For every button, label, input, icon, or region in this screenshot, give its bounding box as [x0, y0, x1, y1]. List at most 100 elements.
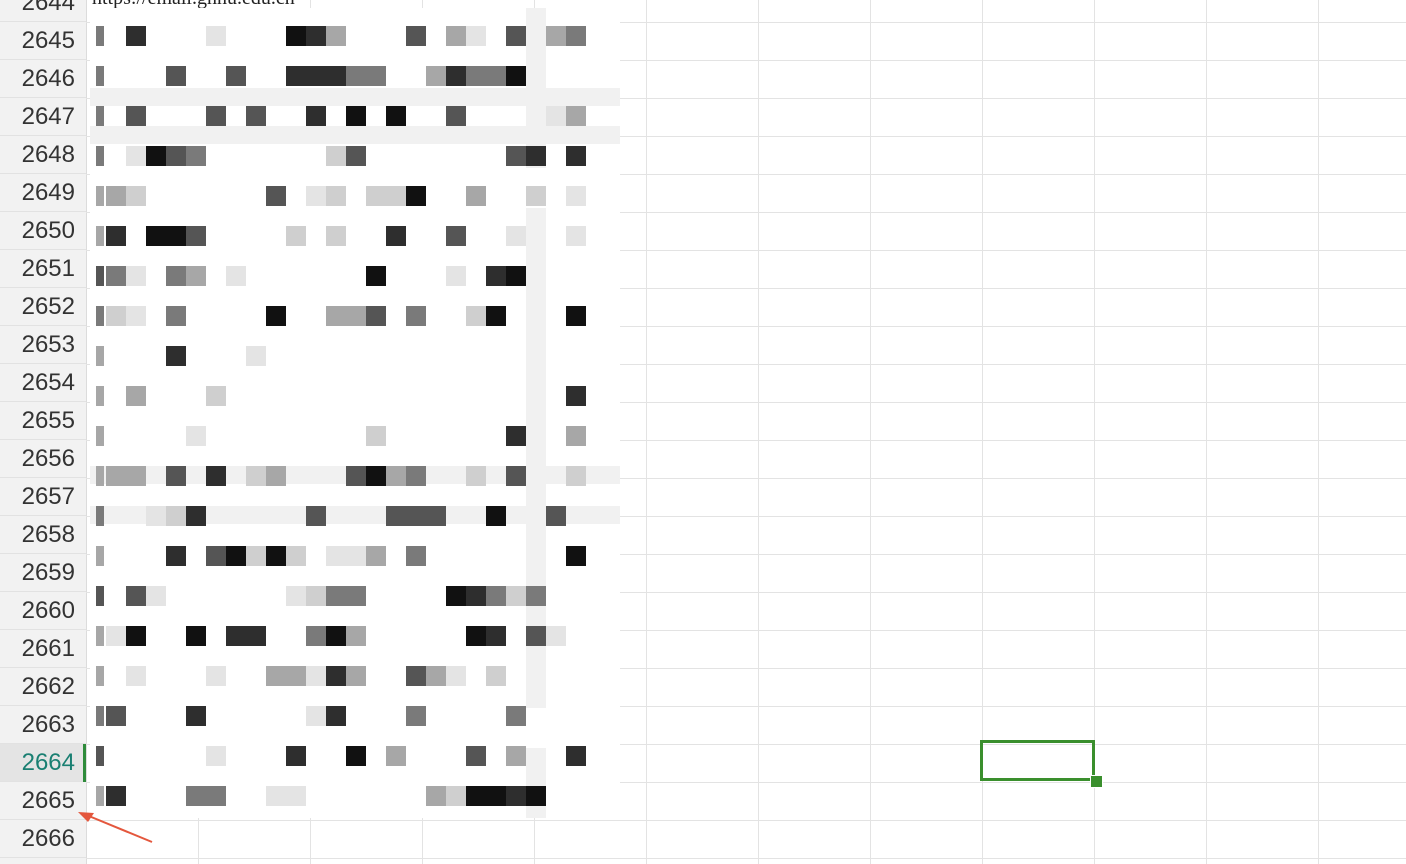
- mosaic-pixel: [246, 466, 266, 486]
- column-gridline: [1318, 0, 1319, 864]
- row-header-2649[interactable]: 2649: [0, 174, 86, 212]
- row-gridline: [86, 288, 1406, 289]
- mosaic-pixel: [96, 26, 104, 46]
- mosaic-pixel: [566, 226, 586, 246]
- mosaic-pixel: [166, 546, 186, 566]
- mosaic-pixel: [426, 786, 446, 806]
- mosaic-pixel: [286, 666, 306, 686]
- row-header-2646[interactable]: 2646: [0, 60, 86, 98]
- row-header-2663[interactable]: 2663: [0, 706, 86, 744]
- mosaic-pixel: [206, 106, 226, 126]
- cell-url-text[interactable]: https://email.gnnu.edu.cn: [92, 0, 295, 10]
- row-header-2662[interactable]: 2662: [0, 668, 86, 706]
- mosaic-pixel: [566, 466, 586, 486]
- row-header-2661[interactable]: 2661: [0, 630, 86, 668]
- row-header-2666[interactable]: 2666: [0, 820, 86, 858]
- mosaic-pixel: [226, 66, 246, 86]
- mosaic-pixel: [226, 266, 246, 286]
- mosaic-pixel: [506, 66, 526, 86]
- mosaic-pixel: [96, 746, 104, 766]
- mosaic-pixel: [506, 746, 526, 766]
- row-header-2652[interactable]: 2652: [0, 288, 86, 326]
- mosaic-pixel: [346, 586, 366, 606]
- mosaic-pixel: [446, 26, 466, 46]
- row-header-2660[interactable]: 2660: [0, 592, 86, 630]
- mosaic-pixel: [366, 306, 386, 326]
- mosaic-pixel: [126, 626, 146, 646]
- mosaic-pixel: [446, 226, 466, 246]
- row-gridline: [86, 98, 1406, 99]
- row-gridline: [86, 364, 1406, 365]
- mosaic-pixel: [326, 586, 346, 606]
- row-gridline: [86, 326, 1406, 327]
- row-gridline: [86, 668, 1406, 669]
- row-header-2645[interactable]: 2645: [0, 22, 86, 60]
- row-header-2647[interactable]: 2647: [0, 98, 86, 136]
- row-header-2648[interactable]: 2648: [0, 136, 86, 174]
- mosaic-pixel: [486, 786, 506, 806]
- row-header-2658[interactable]: 2658: [0, 516, 86, 554]
- mosaic-pixel: [106, 626, 126, 646]
- mosaic-pixel: [186, 626, 206, 646]
- row-header-2656[interactable]: 2656: [0, 440, 86, 478]
- mosaic-pixel: [166, 306, 186, 326]
- mosaic-pixel: [386, 106, 406, 126]
- row-gridline: [86, 516, 1406, 517]
- mosaic-pixel: [106, 466, 126, 486]
- row-header-2655[interactable]: 2655: [0, 402, 86, 440]
- mosaic-pixel: [96, 666, 104, 686]
- mosaic-pixel: [126, 306, 146, 326]
- mosaic-pixel: [326, 306, 346, 326]
- row-gridline: [86, 782, 1406, 783]
- mosaic-pixel: [446, 66, 466, 86]
- mosaic-pixel: [96, 386, 104, 406]
- mosaic-pixel: [206, 786, 226, 806]
- mosaic-pixel: [326, 546, 346, 566]
- mosaic-pixel: [126, 26, 146, 46]
- mosaic-pixel: [186, 266, 206, 286]
- row-header-2650[interactable]: 2650: [0, 212, 86, 250]
- mosaic-pixel: [566, 546, 586, 566]
- row-header-2644[interactable]: 2644: [0, 0, 86, 22]
- mosaic-pixel: [146, 586, 166, 606]
- row-gridline: [86, 630, 1406, 631]
- row-header-2653[interactable]: 2653: [0, 326, 86, 364]
- fill-handle[interactable]: [1090, 775, 1103, 788]
- row-header-2651[interactable]: 2651: [0, 250, 86, 288]
- mosaic-pixel: [506, 426, 526, 446]
- column-gridline: [1206, 0, 1207, 864]
- row-header-2657[interactable]: 2657: [0, 478, 86, 516]
- mosaic-pixel: [546, 26, 566, 46]
- mosaic-pixel: [486, 266, 506, 286]
- mosaic-pixel: [226, 546, 246, 566]
- mosaic-pixel: [96, 186, 104, 206]
- mosaic-pixel: [96, 306, 104, 326]
- mosaic-pixel: [486, 306, 506, 326]
- row-gridline: [86, 592, 1406, 593]
- mosaic-pixel: [126, 186, 146, 206]
- mosaic-pixel: [506, 226, 526, 246]
- mosaic-pixel: [246, 106, 266, 126]
- row-header-2659[interactable]: 2659: [0, 554, 86, 592]
- mosaic-pixel: [346, 146, 366, 166]
- mosaic-pixel: [126, 466, 146, 486]
- column-gridline: [646, 0, 647, 864]
- row-gridline: [86, 174, 1406, 175]
- mosaic-pixel: [96, 226, 104, 246]
- selected-cell[interactable]: [980, 740, 1095, 781]
- mosaic-pixel: [406, 706, 426, 726]
- mosaic-pixel: [406, 26, 426, 46]
- row-header-2665[interactable]: 2665: [0, 782, 86, 820]
- mosaic-pixel: [406, 546, 426, 566]
- mosaic-pixel: [486, 666, 506, 686]
- row-header-2664[interactable]: 2664: [0, 744, 86, 782]
- mosaic-pixel: [106, 226, 126, 246]
- mosaic-pixel: [306, 26, 326, 46]
- mosaic-pixel: [326, 666, 346, 686]
- mosaic-pixel: [266, 546, 286, 566]
- row-header-2654[interactable]: 2654: [0, 364, 86, 402]
- mosaic-pixel: [106, 786, 126, 806]
- mosaic-pixel: [346, 306, 366, 326]
- mosaic-pixel: [326, 66, 346, 86]
